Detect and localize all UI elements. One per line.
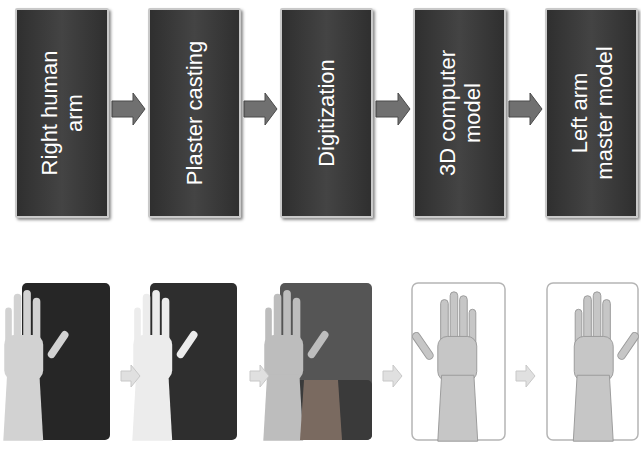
master-model-render xyxy=(573,292,640,441)
step-label: Right human arm xyxy=(37,43,88,183)
cast-sleeve xyxy=(300,380,342,440)
model-render xyxy=(411,292,478,441)
step-arrow xyxy=(250,365,269,387)
plaster-cast-photo xyxy=(132,290,199,441)
step-arrow xyxy=(516,365,535,387)
process-box: Digitization xyxy=(280,8,373,218)
process-box: 3D computer model xyxy=(413,8,506,218)
step-label: Left arm master model xyxy=(566,38,617,188)
flow-arrow xyxy=(376,93,410,125)
arm-photo xyxy=(3,290,70,441)
step-arrow xyxy=(121,365,140,387)
step-label: Digitization xyxy=(314,17,339,209)
step-arrow xyxy=(383,365,402,387)
process-box: Left arm master model xyxy=(545,8,638,218)
flow-arrow xyxy=(244,93,277,125)
step-label: Plaster casting xyxy=(182,17,207,209)
flow-arrow xyxy=(509,93,542,125)
flow-arrow xyxy=(112,93,145,125)
step-label: 3D computer model xyxy=(434,38,485,188)
process-box: Right human arm xyxy=(15,8,109,218)
process-box: Plaster casting xyxy=(148,8,241,218)
